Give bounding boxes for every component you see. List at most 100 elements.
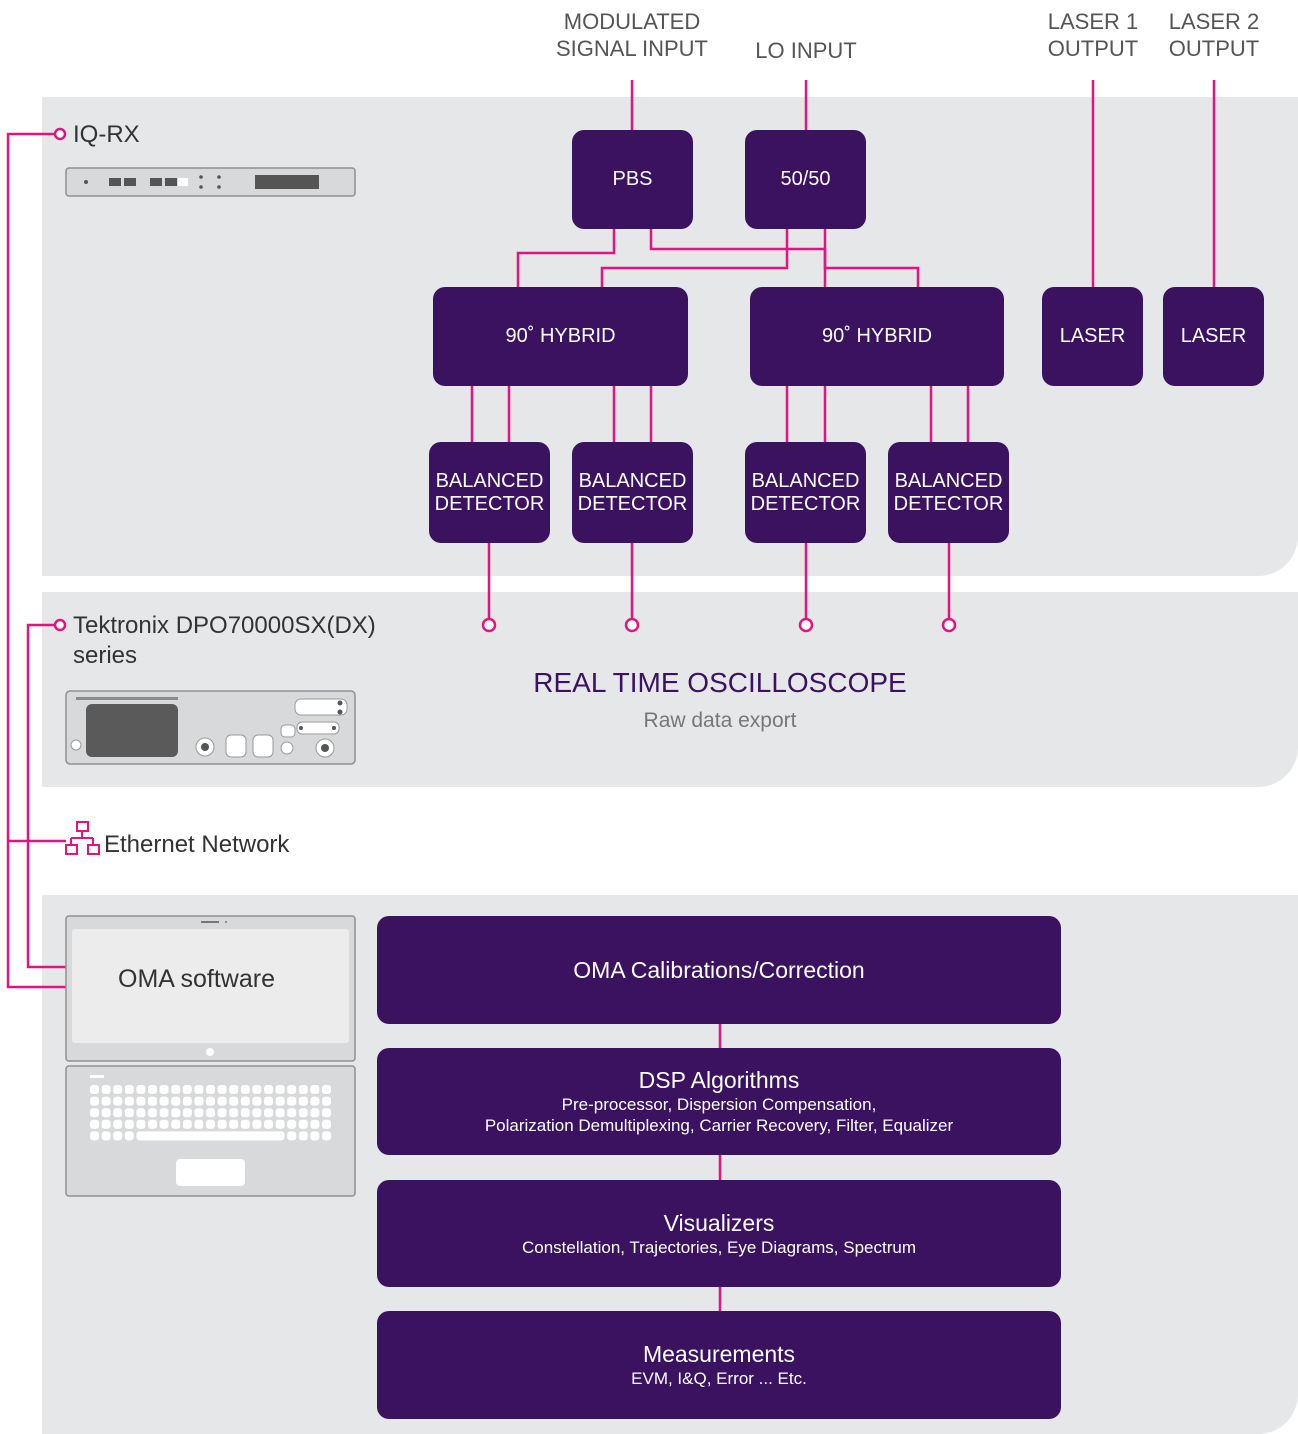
keyboard-key [287, 1119, 297, 1129]
keyboard-key [229, 1096, 239, 1106]
ethernet-network-label: Ethernet Network [104, 831, 290, 858]
keyboard-key [252, 1096, 262, 1106]
keyboard-key [275, 1096, 285, 1106]
keyboard-key [148, 1119, 157, 1129]
keyboard-key [90, 1131, 99, 1141]
keyboard-key [229, 1108, 239, 1118]
pbs-box: PBS [572, 130, 693, 229]
lo-input-label: LO INPUT [755, 38, 857, 63]
calibration-step: OMA Calibrations/Correction [377, 916, 1061, 1024]
keyboard-key [252, 1085, 262, 1094]
keyboard-key [206, 1108, 215, 1118]
keyboard-key [90, 1119, 99, 1129]
keyboard-key [171, 1085, 181, 1094]
keyboard-key [159, 1096, 169, 1106]
keyboard-key [264, 1096, 273, 1106]
keyboard-key [287, 1085, 297, 1094]
keyboard-key [136, 1096, 146, 1106]
keyboard-key [287, 1108, 297, 1118]
oma-software-label: OMA software [118, 965, 275, 993]
keyboard-key [171, 1119, 181, 1129]
keyboard-key [252, 1119, 262, 1129]
keyboard-key [240, 1085, 250, 1094]
oscilloscope-title: REAL TIME OSCILLOSCOPE [533, 667, 907, 698]
keyboard-key [322, 1108, 331, 1118]
keyboard-key [298, 1119, 308, 1129]
iq-rx-label: IQ-RX [73, 121, 140, 148]
keyboard-key [182, 1096, 192, 1106]
tektronix-label: Tektronix DPO70000SX(DX)series [73, 612, 376, 669]
keyboard-key [182, 1119, 192, 1129]
keyboard-key [113, 1119, 123, 1129]
keyboard-key [113, 1108, 123, 1118]
laser-box-2: LASER [1163, 287, 1264, 386]
keyboard-key [229, 1119, 239, 1129]
keyboard-key [206, 1096, 215, 1106]
keyboard-key [287, 1096, 297, 1106]
keyboard-key [113, 1085, 123, 1094]
hybrid-box-2: 90˚ HYBRID [750, 287, 1004, 386]
keyboard-key [298, 1085, 308, 1094]
keyboard-key [124, 1085, 134, 1094]
keyboard-key [171, 1096, 181, 1106]
keyboard-key [148, 1096, 157, 1106]
keyboard-key [101, 1131, 111, 1141]
keyboard-key [310, 1119, 320, 1129]
keyboard-key [194, 1096, 204, 1106]
keyboard-key [159, 1108, 169, 1118]
keyboard-key [322, 1131, 331, 1141]
keyboard-key [298, 1096, 308, 1106]
keyboard-key [264, 1108, 273, 1118]
keyboard-key [194, 1119, 204, 1129]
laser-box-1: LASER [1042, 287, 1143, 386]
keyboard-key [264, 1119, 273, 1129]
keyboard-key [322, 1119, 331, 1129]
keyboard-key [101, 1108, 111, 1118]
keyboard-key [229, 1085, 239, 1094]
keyboard-key [310, 1108, 320, 1118]
keyboard-key [275, 1119, 285, 1129]
dsp-algorithms-step: DSP Algorithms Pre-processor, Dispersion… [377, 1048, 1061, 1155]
keyboard-key [90, 1108, 99, 1118]
keyboard-key [124, 1131, 134, 1141]
keyboard-key [136, 1108, 146, 1118]
keyboard-key [275, 1085, 285, 1094]
keyboard-key [113, 1131, 123, 1141]
keyboard-key [206, 1085, 215, 1094]
keyboard-key [136, 1119, 146, 1129]
network-icon [65, 821, 100, 855]
keyboard-key [148, 1085, 157, 1094]
visualizers-step: Visualizers Constellation, Trajectories,… [377, 1180, 1061, 1287]
keyboard-spacebar [136, 1131, 285, 1141]
keyboard-key [182, 1085, 192, 1094]
keyboard-key [264, 1085, 273, 1094]
keyboard-key [136, 1085, 146, 1094]
keyboard-key [217, 1119, 227, 1129]
keyboard-key [275, 1108, 285, 1118]
keyboard-key [217, 1096, 227, 1106]
hybrid-box-1: 90˚ HYBRID [433, 287, 688, 386]
measurements-step: Measurements EVM, I&Q, Error ... Etc. [377, 1311, 1061, 1419]
keyboard-key [287, 1131, 297, 1141]
keyboard-key [240, 1096, 250, 1106]
keyboard-key [206, 1119, 215, 1129]
keyboard-key [101, 1085, 111, 1094]
keyboard-key [124, 1119, 134, 1129]
keyboard-key [194, 1085, 204, 1094]
keyboard-key [252, 1108, 262, 1118]
splitter-50-50-box: 50/50 [745, 130, 866, 229]
keyboard-key [113, 1096, 123, 1106]
keyboard-key [217, 1085, 227, 1094]
keyboard-key [298, 1108, 308, 1118]
keyboard-key [159, 1119, 169, 1129]
keyboard-key [124, 1096, 134, 1106]
